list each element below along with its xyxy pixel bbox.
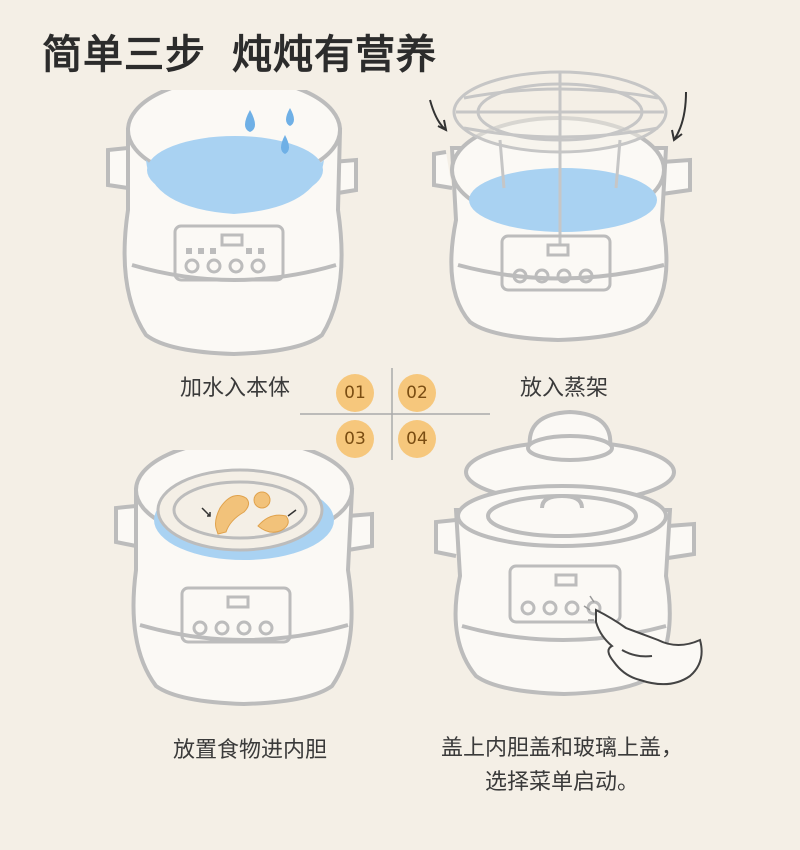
- cooker-with-steamer-rack-icon: [429, 70, 692, 343]
- step-4-illustration: [400, 400, 800, 800]
- cooker-with-food-icon: [114, 450, 374, 707]
- page: 简单三步炖炖有营养: [0, 22, 800, 800]
- step-3-illustration: [0, 450, 400, 850]
- step-3-caption: 放置食物进内胆: [172, 738, 327, 763]
- step-4-caption: 盖上内胆盖和玻璃上盖， 选择菜单启动。: [412, 732, 712, 800]
- step-4-caption-line2: 选择菜单启动。: [484, 770, 639, 795]
- step-1-illustration: [0, 90, 400, 490]
- step-2-illustration: [400, 60, 800, 460]
- page-title: 简单三步炖炖有营养: [42, 22, 437, 80]
- cooker-with-water-icon: [106, 90, 358, 357]
- step-badge-02: 02: [398, 374, 436, 412]
- step-badge-03: 03: [336, 420, 374, 458]
- step-1-caption: 加水入本体: [179, 376, 290, 401]
- title-part1: 简单三步: [42, 32, 206, 78]
- title-part2: 炖炖有营养: [232, 32, 437, 78]
- step-badge-04: 04: [398, 420, 436, 458]
- cooker-with-glass-lid-icon: [434, 409, 703, 697]
- step-badge-01: 01: [336, 374, 374, 412]
- step-2-caption: 放入蒸架: [519, 376, 608, 401]
- step-4-caption-line1: 盖上内胆盖和玻璃上盖，: [440, 736, 683, 761]
